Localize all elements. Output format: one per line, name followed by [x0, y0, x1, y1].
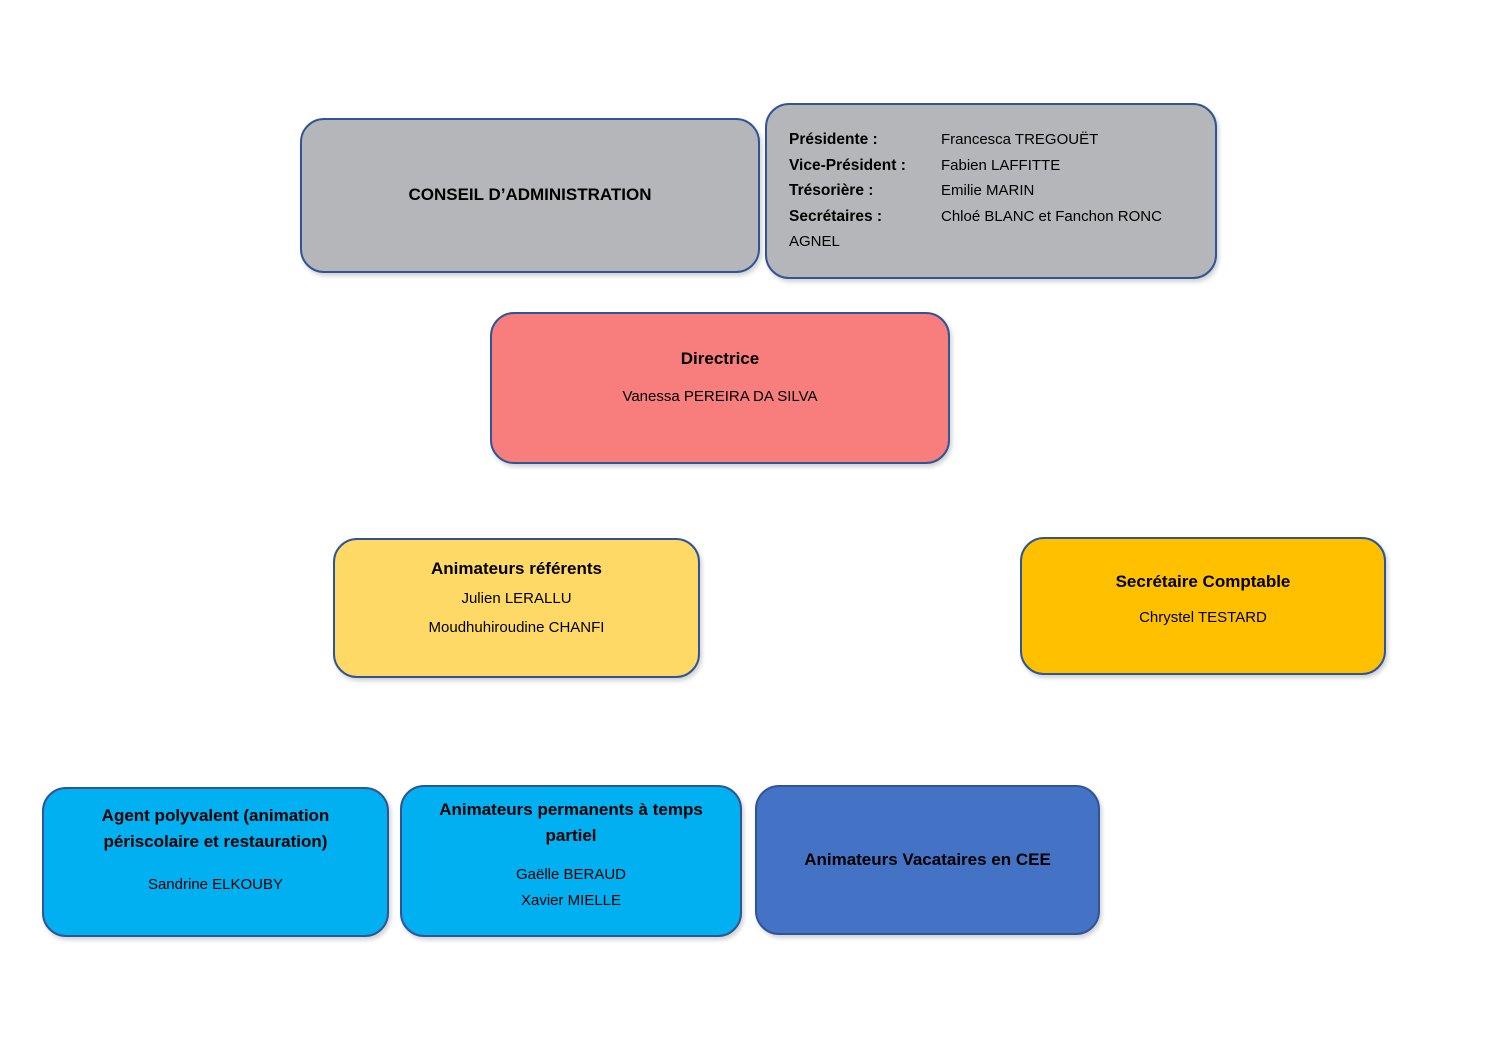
box-agent-polyvalent: Agent polyvalent (animation périscolaire…	[42, 787, 389, 937]
bureau-role: Présidente :	[789, 131, 878, 148]
box-animateurs-vacataires: Animateurs Vacataires en CEE	[755, 785, 1100, 935]
animateurs-permanents-member: Xavier MIELLE	[520, 891, 622, 909]
bureau-name: Emilie MARIN	[941, 182, 1035, 199]
bureau-role: Trésorière :	[789, 182, 874, 199]
box-secretaire-comptable: Secrétaire Comptable Chrystel TESTARD	[1020, 537, 1386, 675]
secretaire-comptable-title: Secrétaire Comptable	[1115, 572, 1291, 591]
bureau-role: Secrétaires :	[789, 207, 883, 225]
animateurs-referents-title: Animateurs référents	[430, 559, 602, 578]
bureau-name: Chloé BLANC et Fanchon RONC AGNEL	[789, 207, 1162, 251]
animateurs-referents-member: Moudhuhiroudine CHANFI	[428, 618, 605, 636]
bureau-line-presidente: Présidente : Francesca TREGOUËT	[789, 127, 1195, 153]
secretaire-comptable-name: Chrystel TESTARD	[1139, 609, 1267, 627]
directrice-title: Directrice	[680, 349, 760, 368]
directrice-name: Vanessa PEREIRA DA SILVA	[622, 388, 818, 406]
bureau-line-vice-president: Vice-Président : Fabien LAFFITTE	[789, 153, 1195, 179]
bureau-name: Francesca TREGOUËT	[941, 131, 1099, 148]
box-animateurs-referents: Animateurs référents Julien LERALLU Moud…	[333, 538, 700, 678]
bureau-role: Vice-Président :	[789, 156, 906, 174]
animateurs-referents-member: Julien LERALLU	[461, 590, 572, 608]
animateurs-vacataires-title: Animateurs Vacataires en CEE	[804, 849, 1051, 869]
animateurs-permanents-member: Gaëlle BERAUD	[515, 865, 627, 883]
agent-polyvalent-title: Agent polyvalent (animation périscolaire…	[101, 806, 330, 852]
conseil-title: CONSEIL D’ADMINISTRATION	[408, 185, 652, 205]
box-directrice: Directrice Vanessa PEREIRA DA SILVA	[490, 312, 950, 464]
animateurs-permanents-title: Animateurs permanents à temps partiel	[439, 800, 703, 846]
bureau-line-secretaires: Secrétaires :Chloé BLANC et Fanchon RONC…	[789, 204, 1195, 255]
bureau-name: Fabien LAFFITTE	[941, 156, 1061, 174]
bureau-line-tresoriere: Trésorière : Emilie MARIN	[789, 178, 1195, 204]
box-bureau-members: Présidente : Francesca TREGOUËT Vice-Prés…	[765, 103, 1217, 279]
box-animateurs-permanents: Animateurs permanents à temps partiel Ga…	[400, 785, 742, 937]
agent-polyvalent-name: Sandrine ELKOUBY	[147, 875, 284, 893]
box-conseil-administration: CONSEIL D’ADMINISTRATION	[300, 118, 760, 273]
